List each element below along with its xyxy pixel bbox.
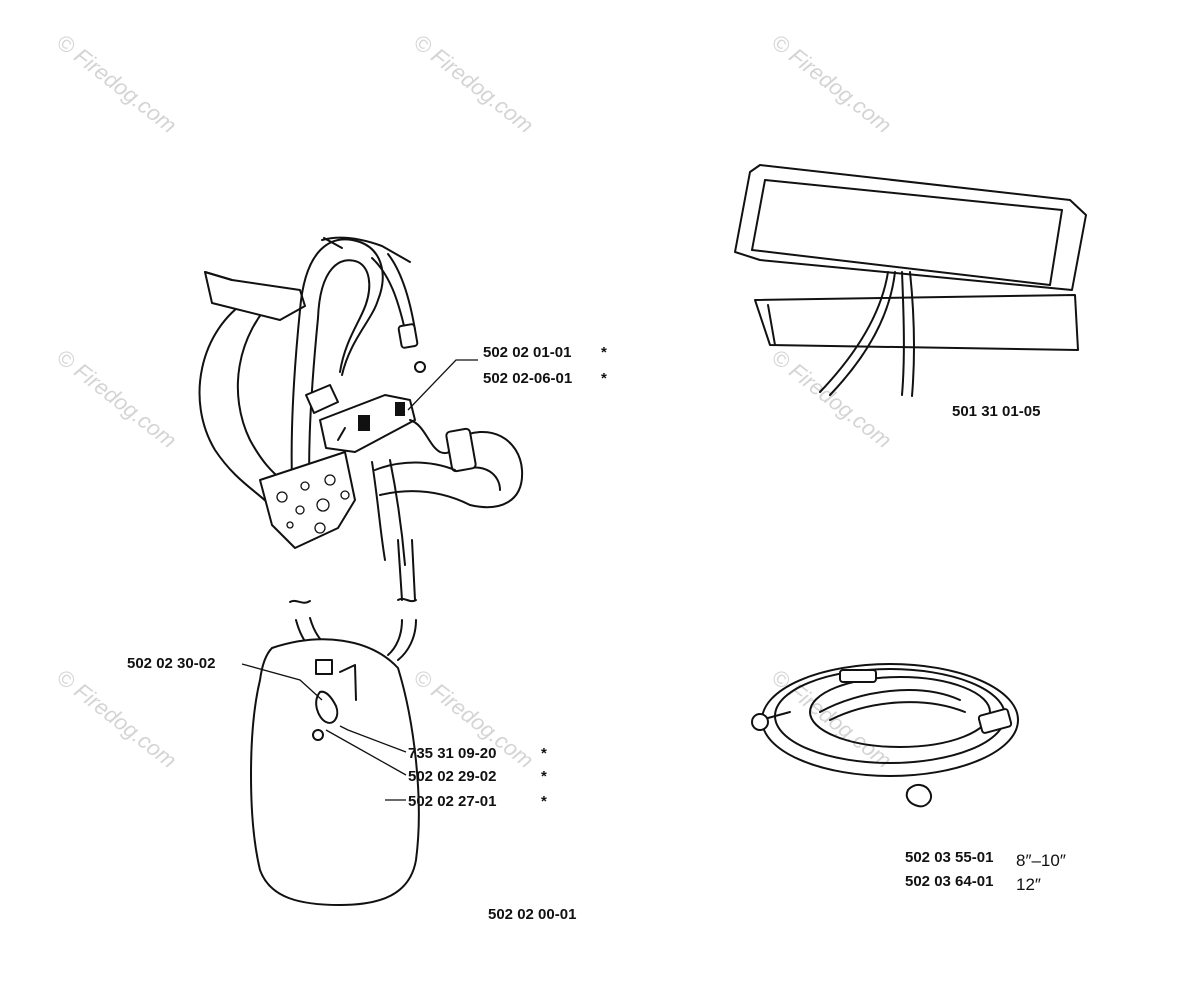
label-harness-assembly: 502 02 00-01: [488, 906, 576, 923]
shoulder-arch-inner: [317, 259, 371, 373]
label-hook-part: 502 02 30-02: [127, 655, 215, 672]
top-flap: [204, 271, 306, 321]
watermark-1: © Firedog.com: [52, 29, 181, 138]
strap-buckle-small: [397, 323, 419, 349]
label-strap-1: 502 03 55-01: [905, 849, 993, 866]
leader-lines: [241, 359, 478, 801]
label-buckle-a-mark: *: [601, 344, 607, 361]
pouch-drawing: [734, 164, 1087, 397]
watermark-6: © Firedog.com: [52, 664, 181, 773]
pad-ring: [312, 729, 324, 741]
label-strap-2: 502 03 64-01: [905, 873, 993, 890]
label-buckle-a: 502 02 01-01: [483, 344, 571, 361]
leader-hook: [241, 663, 323, 701]
label-buckle-b: 502 02-06-01: [483, 370, 572, 387]
left-strap-inner: [236, 294, 283, 481]
shoulder-arch-outer: [299, 238, 384, 376]
shoulder-pad: [259, 451, 356, 549]
label-pouch: 501 31 01-05: [952, 403, 1040, 420]
strap-ring: [414, 361, 426, 373]
coil-buckle: [839, 669, 877, 683]
harness-drawing: [198, 236, 524, 906]
label-buckle-b-mark: *: [601, 370, 607, 387]
back-pad: [250, 638, 420, 906]
pouch-body: [754, 294, 1079, 351]
watermark-2: © Firedog.com: [409, 29, 538, 138]
coil-clip-left: [751, 713, 769, 731]
leader-buckle: [407, 359, 478, 411]
label-strap-2-size: 12″: [1016, 875, 1041, 894]
strap-coil-drawing: [751, 663, 1019, 808]
coil-clip-bottom: [905, 784, 932, 808]
label-strap-1-size: 8″–10″: [1016, 851, 1066, 870]
break-mark-left: [289, 599, 311, 604]
label-clip-a: 735 31 09-20: [408, 745, 496, 762]
leader-clip-b: [325, 729, 407, 776]
watermark-3: © Firedog.com: [767, 29, 896, 138]
hip-buckle: [445, 427, 477, 473]
left-strap-outer: [198, 299, 271, 506]
label-clip-b-mark: *: [541, 768, 547, 785]
break-mark-right: [397, 597, 417, 603]
drawstring-2: [901, 271, 905, 396]
drawstring-1: [819, 271, 889, 393]
label-clip-a-mark: *: [541, 745, 547, 762]
buckle-left: [305, 384, 339, 414]
label-pad-mark: *: [541, 793, 547, 810]
leader-clip-a: [339, 725, 407, 753]
callout-labels: 502 02 01-01 * 502 02-06-01 * 502 02 30-…: [127, 344, 1066, 923]
watermark-5: © Firedog.com: [767, 344, 896, 453]
hip-loop-outer: [454, 430, 524, 509]
label-clip-b: 502 02 29-02: [408, 768, 496, 785]
watermark-4: © Firedog.com: [52, 344, 181, 453]
pad-tab: [315, 659, 333, 675]
label-pad: 502 02 27-01: [408, 793, 496, 810]
